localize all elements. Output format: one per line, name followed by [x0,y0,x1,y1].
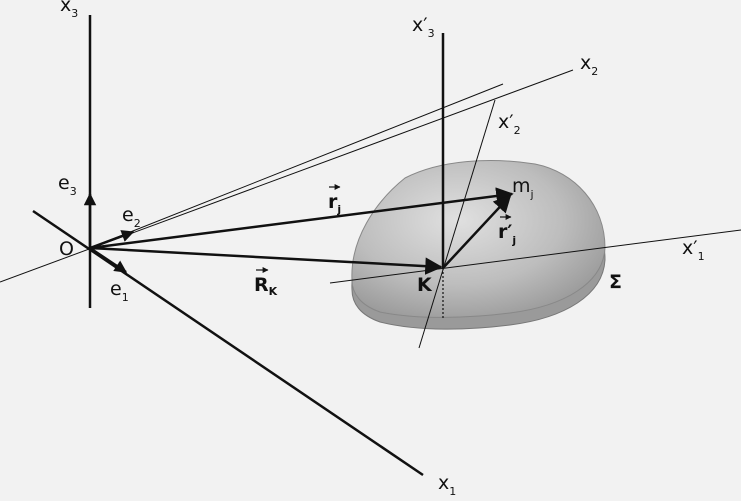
x2p-label: x′2 [498,111,521,137]
K-label: K [417,274,433,296]
rigid-body-top [351,160,606,318]
x1p-axis [329,229,741,284]
m-label: mj [512,175,534,201]
x2p-axis [418,99,496,349]
e1-label: e1 [110,278,129,304]
svg-text:r′j: r′j [498,221,516,247]
r-prime-vector [442,194,512,269]
r-prime-label: r′j [498,214,516,247]
x3p-label: x′3 [412,14,435,40]
svg-text:RK: RK [254,274,278,298]
rigid-body [351,160,606,330]
R-vector [89,246,443,275]
r-vector [89,187,514,250]
e2-label: e2 [122,204,141,230]
x2-label: x2 [580,52,598,78]
x1-axis [32,209,424,477]
origin-label: O [59,238,74,260]
e1-vector [89,246,128,274]
body-sigma-label: Σ [609,271,622,293]
R-label: RK [254,267,278,298]
svg-text:rj: rj [328,191,341,216]
r-label: rj [328,184,341,216]
x1p-label: x′1 [682,237,705,263]
x1-label: x1 [438,472,456,496]
x3-label: x3 [60,0,78,20]
e2-vector [89,230,135,250]
x2-guide-line [89,83,504,249]
e3-label: e3 [58,172,77,198]
